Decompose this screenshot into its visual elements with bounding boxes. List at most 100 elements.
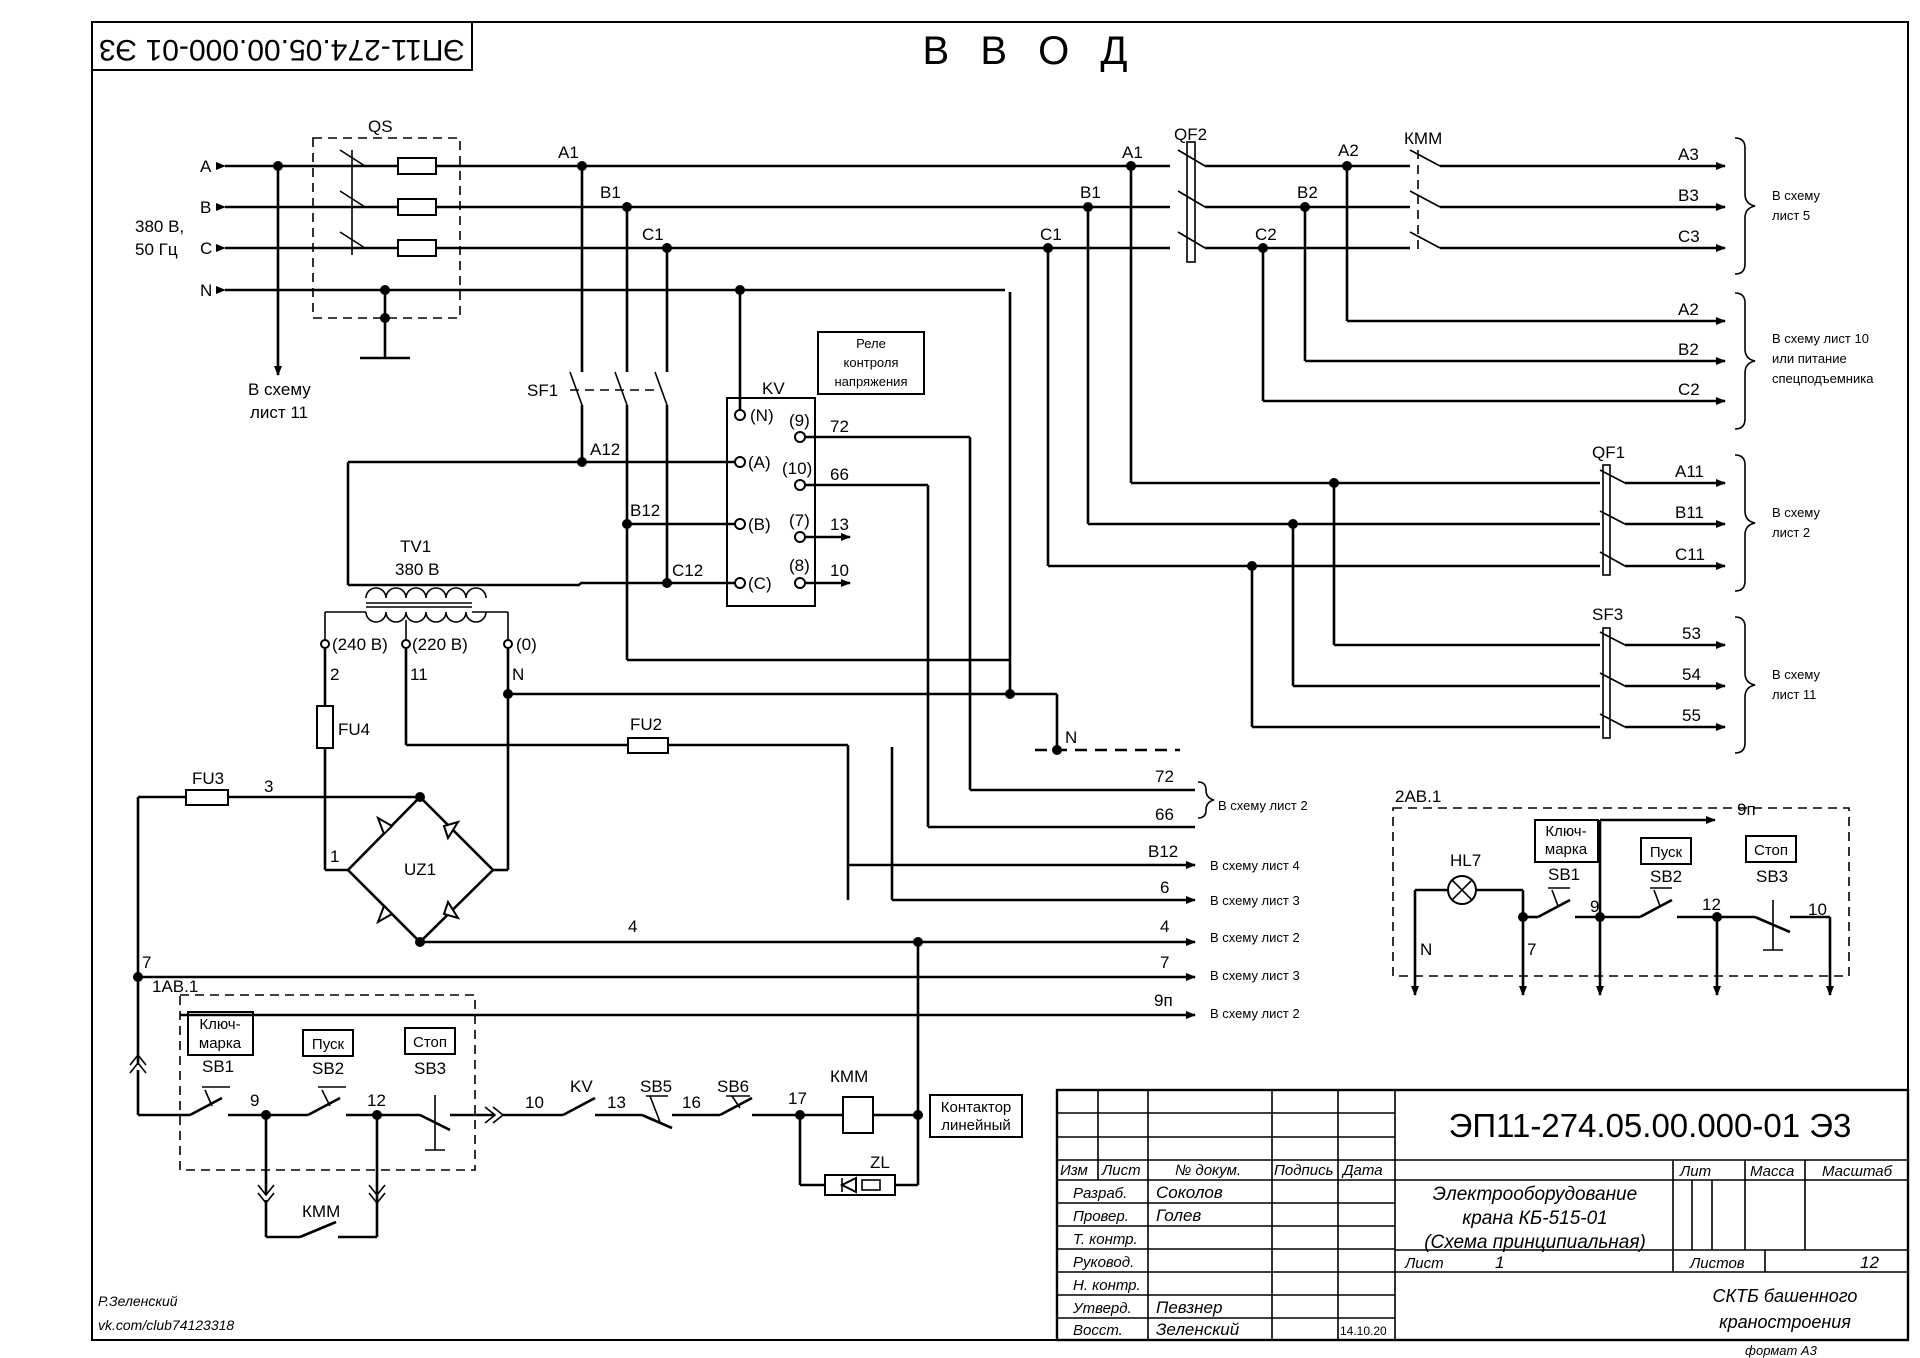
tb-org-1: СКТБ башенного bbox=[1713, 1286, 1858, 1306]
node-16: 16 bbox=[682, 1093, 701, 1112]
to10-line3: спецподъемника bbox=[1772, 371, 1874, 386]
kv-label: KV bbox=[762, 379, 785, 398]
tap-0: (0) bbox=[516, 635, 537, 654]
author-link: vk.com/club74123318 bbox=[98, 1317, 234, 1333]
relay-label-3: напряжения bbox=[835, 374, 908, 389]
to11-line2: лист 11 bbox=[1772, 687, 1816, 702]
to-sheet11-label: В схему bbox=[248, 380, 311, 399]
tb-sheets-label: Листов bbox=[1689, 1255, 1745, 1272]
qs-label: QS bbox=[368, 117, 393, 136]
tb-hdr-sign: Подпись bbox=[1274, 1162, 1334, 1179]
tb-sheets-value: 12 bbox=[1860, 1253, 1879, 1272]
panel2-start-box bbox=[1640, 837, 1692, 865]
b1r-label: B1 bbox=[1080, 183, 1101, 202]
to2-line1: В схему bbox=[1772, 505, 1820, 520]
wire-10: 10 bbox=[830, 561, 849, 580]
out-b2: B2 bbox=[1678, 340, 1699, 359]
node-9: 9 bbox=[250, 1091, 259, 1110]
panel2-stop-box bbox=[1745, 835, 1797, 863]
b2-node-label: B2 bbox=[1297, 183, 1318, 202]
panel2-key-box bbox=[1534, 819, 1599, 863]
tb-desc-2: крана КБ-515-01 bbox=[1462, 1208, 1607, 1229]
a1-label: A1 bbox=[558, 143, 579, 162]
kv-term-7: (7) bbox=[789, 511, 810, 530]
out-c2: C2 bbox=[1678, 380, 1700, 399]
wire-11: 11 bbox=[410, 665, 428, 684]
sig-7-dest: В схему лист 3 bbox=[1210, 968, 1300, 983]
stop-label: Стоп bbox=[413, 1034, 447, 1051]
qs-switch bbox=[312, 137, 461, 319]
kv-term-b: (B) bbox=[748, 515, 771, 534]
tb-hdr-doc: № докум. bbox=[1175, 1162, 1241, 1179]
tb-role-2: Т. контр. bbox=[1073, 1231, 1138, 1248]
tb-format: формат А3 bbox=[1745, 1343, 1818, 1358]
node-13: 13 bbox=[607, 1093, 626, 1112]
to2-line2: лист 2 bbox=[1772, 525, 1810, 540]
out-b3: B3 bbox=[1678, 186, 1699, 205]
tb-name-6: Зеленский bbox=[1156, 1320, 1240, 1339]
b12-label: B12 bbox=[630, 501, 660, 520]
sig-9p-dest: В схему лист 2 bbox=[1210, 1006, 1300, 1021]
zl-label: ZL bbox=[870, 1153, 890, 1172]
mirrored-code-text: ЭП11-274.05.00.000-01 Э3 bbox=[99, 33, 465, 66]
contactor-label-2: линейный bbox=[941, 1117, 1011, 1134]
panel2-key-label-2: марка bbox=[1545, 841, 1588, 858]
node-10: 10 bbox=[525, 1093, 544, 1112]
wire-3: 3 bbox=[264, 777, 273, 796]
phase-c-label: C bbox=[200, 239, 212, 258]
wire-n: N bbox=[512, 665, 524, 684]
sig-72-66-dest: В схему лист 2 bbox=[1218, 798, 1308, 813]
out-55: 55 bbox=[1682, 706, 1701, 725]
contactor-label-1: Контактор bbox=[941, 1099, 1012, 1116]
panel2-7: 7 bbox=[1527, 940, 1536, 959]
sig-b12-dest: В схему лист 4 bbox=[1210, 858, 1300, 873]
title-block bbox=[1055, 1088, 1910, 1342]
tv1-transformer bbox=[320, 583, 580, 649]
tap-220: (220 В) bbox=[412, 635, 468, 654]
qf1-label: QF1 bbox=[1592, 443, 1625, 462]
out-54: 54 bbox=[1682, 665, 1701, 684]
kv-contact-label: KV bbox=[570, 1077, 593, 1096]
phase-a-label: A bbox=[200, 157, 212, 176]
out-53: 53 bbox=[1682, 624, 1701, 643]
a2-node-label: A2 bbox=[1338, 141, 1359, 160]
tb-hdr-list: Лист bbox=[1101, 1162, 1141, 1179]
to10-line2: или питание bbox=[1772, 351, 1847, 366]
tb-name-5: Певзнер bbox=[1156, 1298, 1222, 1317]
kmm-label: КММ bbox=[1404, 129, 1442, 148]
panel2-9p: 9п bbox=[1737, 800, 1756, 819]
tb-role-6: Восст. bbox=[1073, 1322, 1123, 1339]
sf1-label: SF1 bbox=[527, 381, 558, 400]
panel2-10: 10 bbox=[1808, 900, 1827, 919]
control-circuit-1 bbox=[129, 942, 923, 1239]
qf2-label: QF2 bbox=[1174, 125, 1207, 144]
tb-lit: Лит bbox=[1679, 1163, 1711, 1180]
out-c3: C3 bbox=[1678, 227, 1700, 246]
ab1-label: 1АВ.1 bbox=[152, 977, 198, 996]
tb-org-2: краностроения bbox=[1719, 1312, 1851, 1332]
kv-term-10: (10) bbox=[782, 459, 812, 478]
sig-6-dest: В схему лист 3 bbox=[1210, 893, 1300, 908]
kmm-contact-label: КММ bbox=[302, 1202, 340, 1221]
node-17: 17 bbox=[788, 1089, 807, 1108]
out-a3: A3 bbox=[1678, 145, 1699, 164]
a12-label: A12 bbox=[590, 440, 620, 459]
tb-sheet-label: Лист bbox=[1404, 1255, 1444, 1272]
stop-box bbox=[404, 1027, 456, 1055]
panel2-sb1: SB1 bbox=[1548, 865, 1580, 884]
sf3-label: SF3 bbox=[1592, 605, 1623, 624]
sig-72-wire: 72 bbox=[1155, 767, 1174, 786]
panel2-sb2: SB2 bbox=[1650, 867, 1682, 886]
kv-term-n: (N) bbox=[750, 406, 774, 425]
neutral-label: N bbox=[200, 281, 212, 300]
wire-4: 4 bbox=[628, 917, 637, 936]
wire-13: 13 bbox=[830, 515, 849, 534]
to10-line1: В схему лист 10 bbox=[1772, 331, 1869, 346]
b1-label: B1 bbox=[600, 183, 621, 202]
tb-role-1: Провер. bbox=[1073, 1208, 1129, 1225]
key-box bbox=[187, 1011, 254, 1056]
sig-6-wire: 6 bbox=[1160, 878, 1169, 897]
ab2-label: 2АВ.1 bbox=[1395, 787, 1441, 806]
fu4-label: FU4 bbox=[338, 720, 370, 739]
